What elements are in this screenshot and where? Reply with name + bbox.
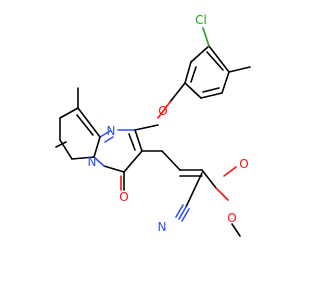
- ester-carbonyl-oxygen-label: O: [239, 157, 248, 171]
- cyanoacrylate-chain: [141, 150, 241, 237]
- chloro-methylphenyl-ring: [184, 27, 251, 99]
- molecule-structure: Cl O N N O O O N: [55, 13, 251, 237]
- ether-oxygen-label: O: [158, 104, 167, 118]
- pyrimidine-nitrogen-lower-label: N: [88, 155, 97, 169]
- pyrimidine-ring: [93, 129, 143, 173]
- pyridine-ring: [55, 87, 101, 160]
- molecule-canvas: Cl O N N O O O N: [55, 13, 251, 237]
- carbonyl-oxygen-label: O: [119, 190, 128, 204]
- pyrimidine-nitrogen-upper-label: N: [107, 124, 116, 138]
- nitrile-nitrogen-label: N: [158, 220, 167, 234]
- chlorine-atom-label: Cl: [195, 13, 207, 27]
- carbonyl-group: [120, 171, 125, 191]
- ester-oxygen-label: O: [227, 211, 236, 225]
- ether-linkage: [134, 82, 186, 131]
